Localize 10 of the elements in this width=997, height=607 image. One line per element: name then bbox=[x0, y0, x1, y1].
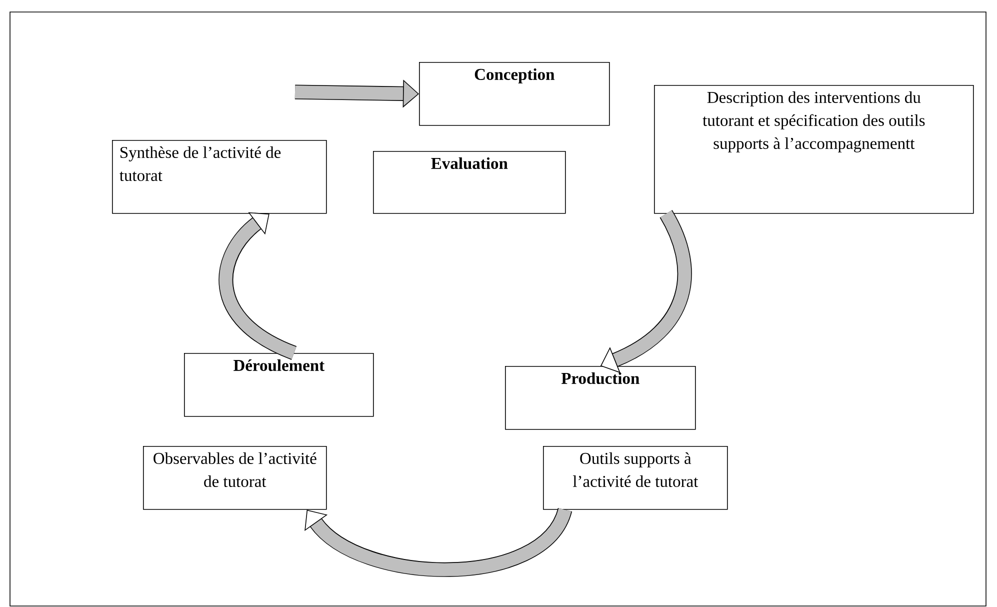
process-box: Outils supports à l’activité de tutorat bbox=[543, 446, 728, 510]
process-box: Conception bbox=[419, 62, 610, 126]
curved-arrow bbox=[304, 506, 572, 577]
curved-arrow bbox=[218, 212, 297, 360]
process-box: Description des interventions du tutorant et spécification des outils supports à l’accompagnementt bbox=[654, 85, 974, 214]
process-box: Déroulement bbox=[184, 353, 374, 417]
process-box: Production bbox=[505, 366, 696, 430]
process-box: Observables de l’activité de tutorat bbox=[143, 446, 327, 510]
process-box: Evaluation bbox=[373, 151, 566, 214]
process-box: Synthèse de l’activité de tutorat bbox=[112, 140, 327, 214]
